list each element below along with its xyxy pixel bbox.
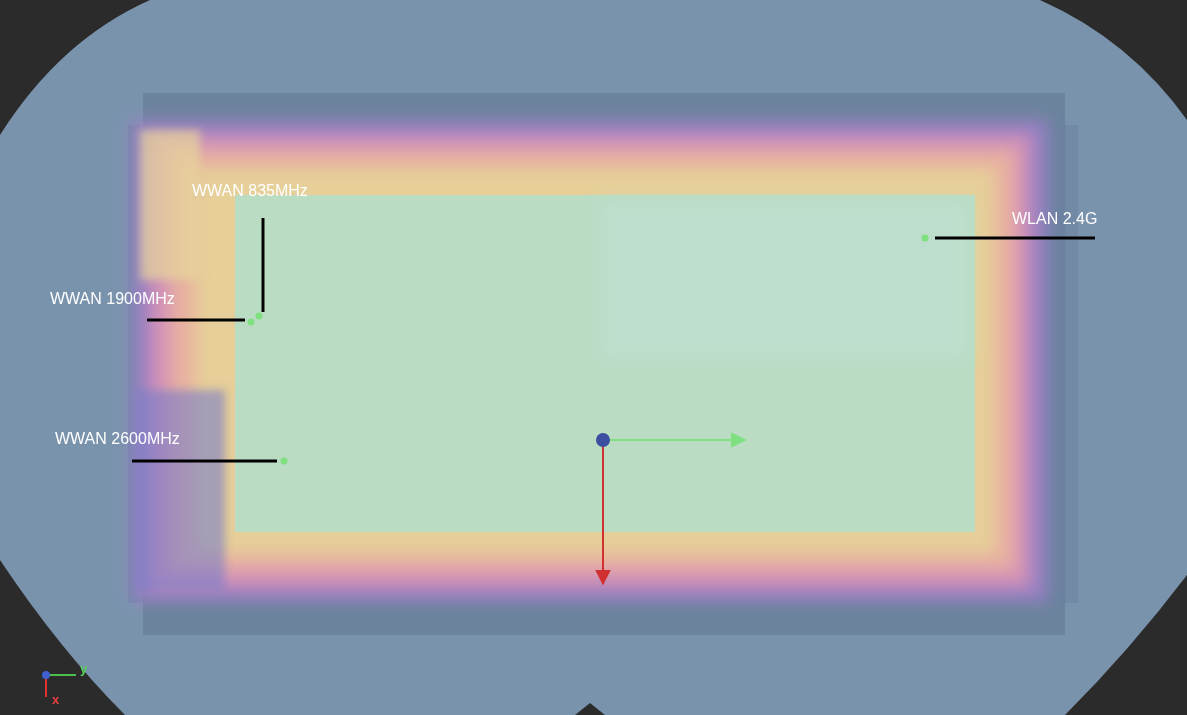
leader-lines [132,218,1095,461]
antenna-label: WWAN 1900MHz [50,290,175,308]
antenna-label: WWAN 2600MHz [55,430,180,448]
antenna-label: WLAN 2.4G [1012,210,1097,228]
antenna-points [248,235,929,465]
heat-core [600,200,970,360]
origin-axes [596,433,745,584]
antenna-label: WWAN 835MHz [192,182,308,200]
axis-label: y [80,662,87,676]
heat-bands [132,120,1048,602]
heat-core [235,195,975,532]
device-plate [128,125,1078,603]
axis-label: x [52,693,59,707]
device-plate [143,93,1065,635]
